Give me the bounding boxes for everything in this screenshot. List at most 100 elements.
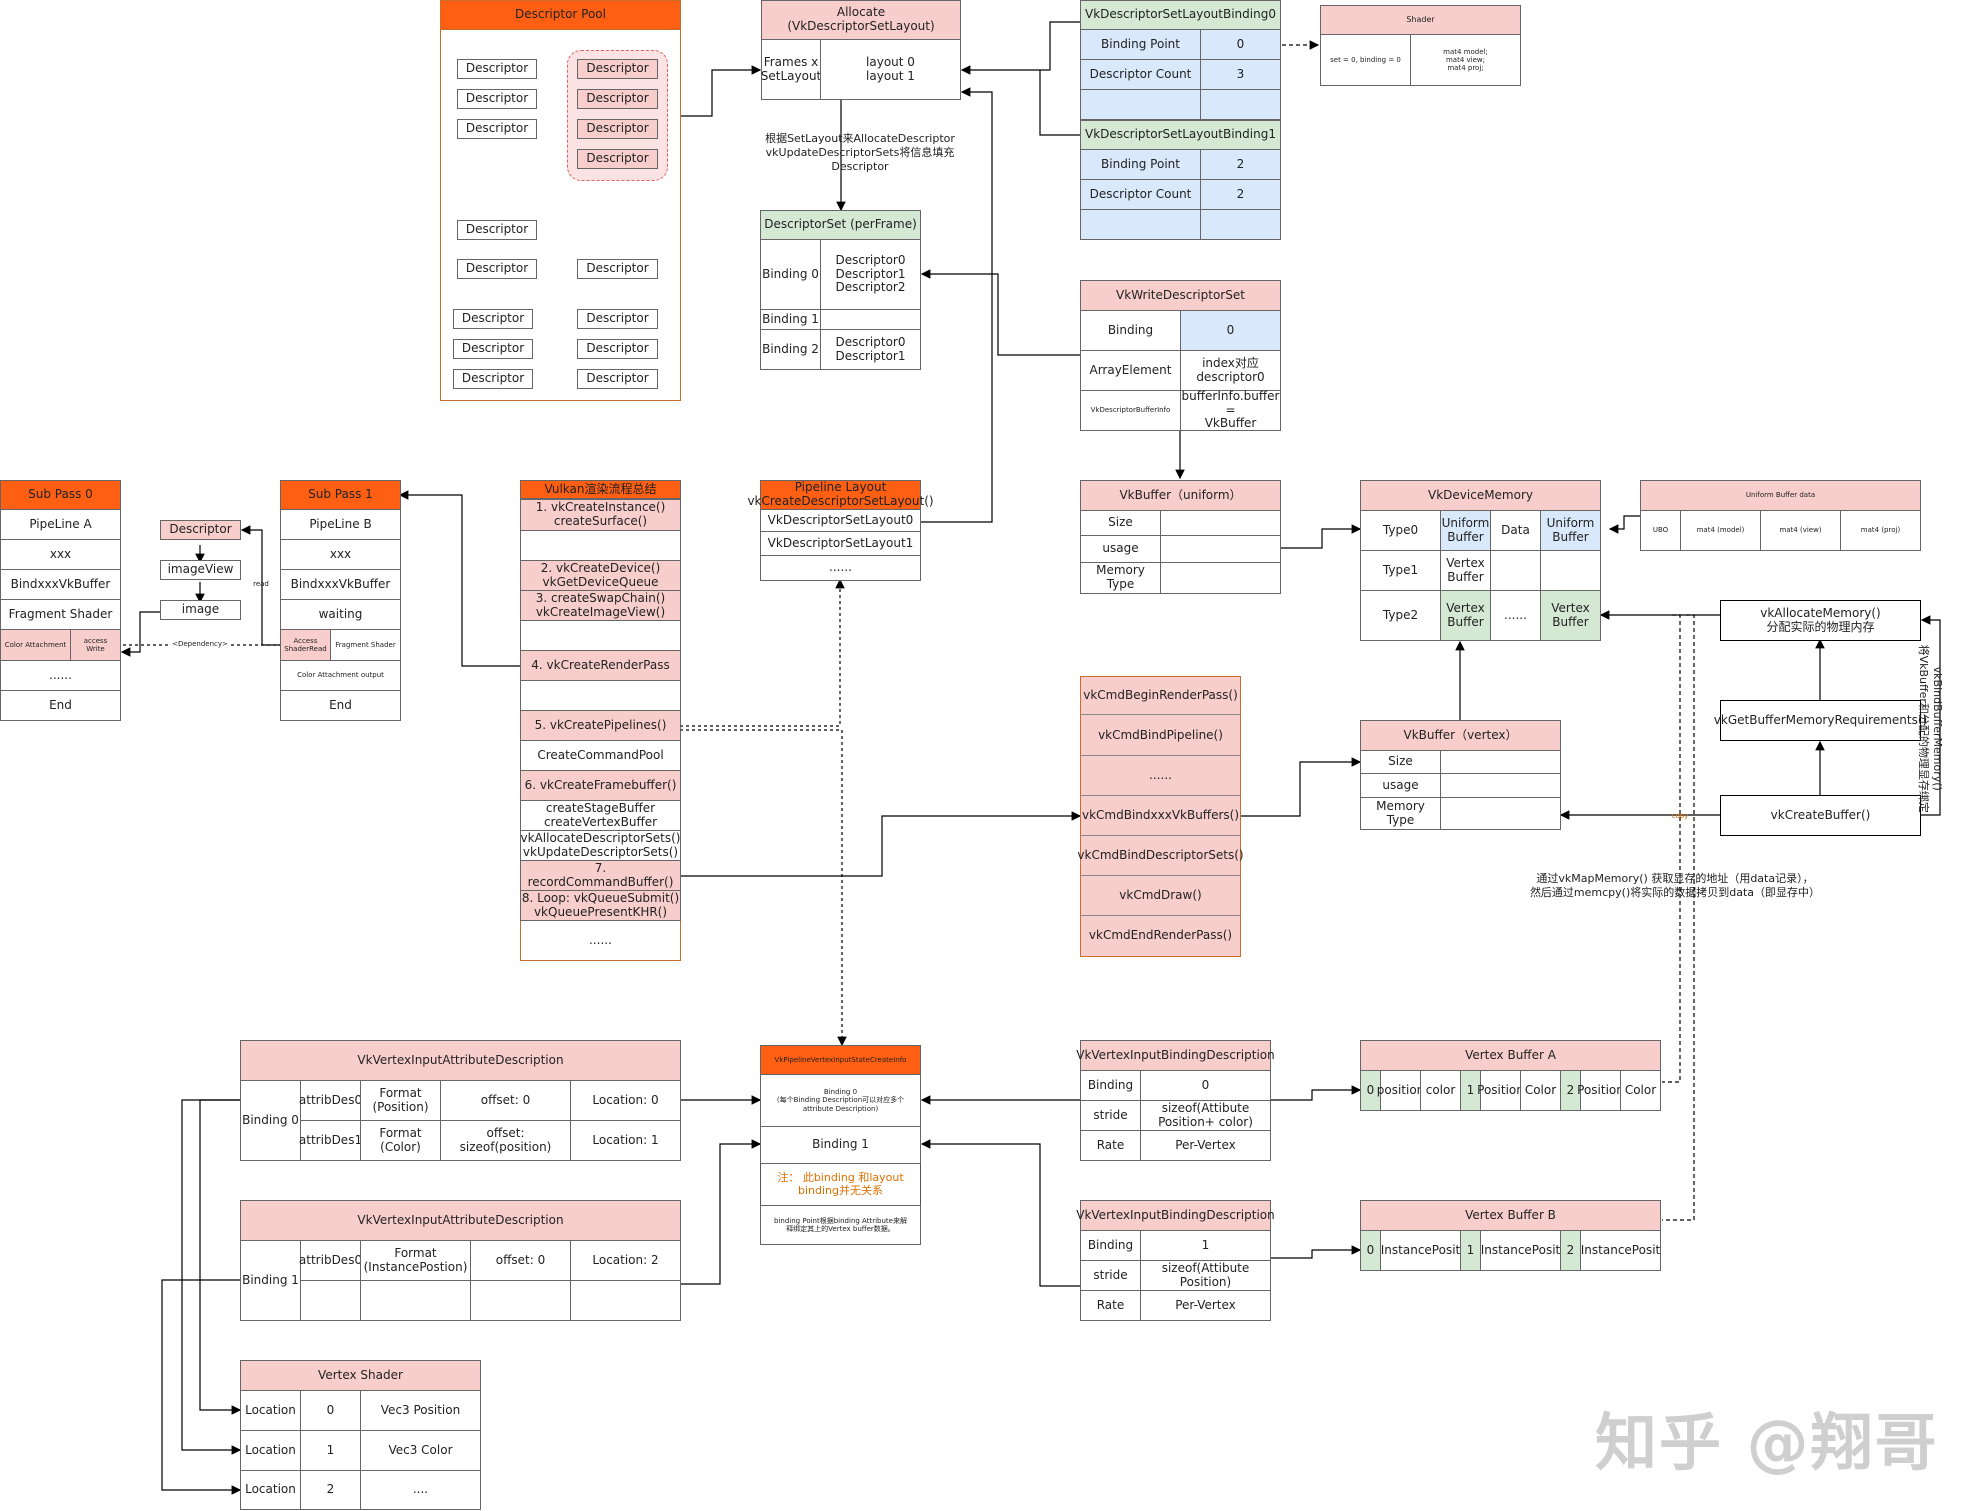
memory-uniform-buffer: Uniform Buffer xyxy=(1440,510,1491,551)
subpass0-row: xxx xyxy=(0,539,121,570)
memory-type2: Type2 xyxy=(1360,590,1441,641)
ds-binding1: Binding 1 xyxy=(760,309,821,330)
attr1-to-vis-connector xyxy=(680,1139,762,1285)
empty-cell xyxy=(360,1280,471,1321)
descriptor: Descriptor xyxy=(453,309,533,329)
empty-cell xyxy=(1490,550,1541,591)
write-binding-label: Binding xyxy=(1080,310,1181,351)
attr-desc0-title: VkVertexInputAttributeDescription xyxy=(240,1040,681,1081)
ubo-cell: mat4 (model) xyxy=(1680,510,1761,551)
ubo-to-memory-connector xyxy=(1608,515,1640,534)
cmd-item: vkCmdBindDescriptorSets() xyxy=(1077,836,1244,876)
memory-vertex-buffer: Vertex Buffer xyxy=(1540,590,1601,641)
ibd-cell: Rate xyxy=(1080,1290,1141,1321)
empty-cell xyxy=(1540,550,1601,591)
flow-step: 8. Loop: vkQueueSubmit() vkQueuePresentK… xyxy=(520,890,681,921)
subpass0-title: Sub Pass 0 xyxy=(0,480,121,510)
chain-imageview: imageView xyxy=(160,560,241,580)
memory-to-vba-connector xyxy=(1662,614,1681,1083)
vertex-buffer-field: Memory Type xyxy=(1360,797,1441,830)
subpass0-dots: ...... xyxy=(0,660,121,691)
uniform-to-memory-connector xyxy=(1280,524,1362,549)
write-info-label: VkDescriptorBufferInfo xyxy=(1080,390,1181,431)
subpass1-row: BindxxxVkBuffer xyxy=(280,569,401,600)
vba-cell: color xyxy=(1420,1070,1461,1111)
vbb-title: Vertex Buffer B xyxy=(1360,1200,1661,1231)
chain-image: image xyxy=(160,600,241,620)
attr-cell: Format (InstancePostion) xyxy=(360,1240,471,1281)
descriptor: Descriptor xyxy=(457,59,537,79)
vba-cell: Color xyxy=(1620,1070,1661,1111)
ibd1-title: VkVertexInputBindingDescription xyxy=(1076,1200,1275,1231)
vs-cell: .... xyxy=(360,1470,481,1510)
vertex-buffer-field: usage xyxy=(1360,773,1441,798)
vis-title: VkPipelineVertexInputStateCreateInfo xyxy=(760,1045,921,1075)
renderpass-to-subpass-connector xyxy=(398,490,520,667)
vertex-buffer-field: Size xyxy=(1360,750,1441,774)
empty-cell xyxy=(1160,510,1281,536)
pipeline-layout-row: ...... xyxy=(760,555,921,581)
write-array-value: index对应 descriptor0 xyxy=(1180,350,1281,391)
ibd-cell: Per-Vertex xyxy=(1140,1290,1271,1321)
flow-step: vkAllocateDescriptorSets() vkUpdateDescr… xyxy=(520,830,681,861)
vis-note2: binding Point根据binding Attribute来解 释绑定其上… xyxy=(760,1205,921,1245)
cmd-item: vkCmdBindxxxVkBuffers() xyxy=(1081,796,1240,836)
vbb-cell: 2 xyxy=(1560,1230,1581,1271)
empty-cell xyxy=(1080,89,1201,120)
attr0-to-loc1-connector xyxy=(181,1099,242,1455)
vertex-buffer-title: VkBuffer（vertex） xyxy=(1360,720,1561,751)
allocate-frames: Frames x SetLayout xyxy=(761,39,821,100)
map-note: 通过vkMapMemory() 获取显存的地址（用data记录）， 然后通过me… xyxy=(1529,872,1821,899)
subpass0-end: End xyxy=(0,690,121,721)
flow-step xyxy=(520,680,681,711)
pipeline-layout-title: Pipeline Layout vkCreateDescriptorSetLay… xyxy=(747,480,934,510)
attr0-to-loc0-connector xyxy=(199,1099,242,1415)
vbb-to-ibd1-connector xyxy=(1270,1245,1362,1259)
flow-step: 2. vkCreateDevice() vkGetDeviceQueue xyxy=(520,560,681,591)
ibd-cell: sizeof(Attibute Position+ color) xyxy=(1140,1100,1271,1131)
ubo-cell: UBO xyxy=(1640,510,1681,551)
write-info-value: bufferInfo.buffer = VkBuffer xyxy=(1180,388,1281,431)
record-to-cmds-connector xyxy=(680,811,1082,877)
empty-cell xyxy=(300,1280,361,1321)
cmd-item: vkCmdEndRenderPass() xyxy=(1081,916,1240,956)
empty-cell xyxy=(1440,750,1561,774)
cmds-to-vertexbuffer-connector xyxy=(1240,757,1362,817)
subpass0-row: Fragment Shader xyxy=(0,599,121,630)
attr-cell: Format (Color) xyxy=(360,1120,441,1161)
attr-cell: attribDes0 xyxy=(299,1080,362,1121)
subpass1-row: waiting xyxy=(280,599,401,630)
descriptor-pool-title: Descriptor Pool xyxy=(440,0,681,30)
ds-binding2-descriptors: Descriptor0 Descriptor1 xyxy=(820,329,921,370)
write-to-descset-connector xyxy=(920,269,1081,356)
descriptor: Descriptor xyxy=(577,309,658,329)
attr-cell: offset: 0 xyxy=(470,1240,571,1281)
allocate-layouts: layout 0 layout 1 xyxy=(820,39,961,100)
ubo-data-title: Uniform Buffer data xyxy=(1640,480,1921,511)
flow-step: 1. vkCreateInstance() createSurface() xyxy=(520,499,681,531)
pipeline-layout-row: VkDescriptorSetLayout1 xyxy=(760,531,921,556)
ds-binding0-descriptors: Descriptor0 Descriptor1 Descriptor2 xyxy=(820,239,921,310)
attr-cell: offset: 0 xyxy=(440,1080,571,1121)
ibd-cell: stride xyxy=(1080,1100,1141,1131)
descriptor: Descriptor xyxy=(457,89,537,109)
flow-to-pipelinelayout-connector xyxy=(680,578,845,727)
empty-cell xyxy=(1200,89,1281,120)
subpass1-fragment-shader: Fragment Shader xyxy=(330,629,401,661)
pool-to-allocate-connector xyxy=(668,65,762,117)
device-memory-title: VkDeviceMemory xyxy=(1360,480,1601,511)
empty-cell xyxy=(570,1280,681,1321)
attr1-to-loc2-connector xyxy=(161,1279,242,1495)
descriptor: Descriptor xyxy=(577,369,658,389)
memory-uniform-buffer: Uniform Buffer xyxy=(1540,510,1601,551)
vbb-cell: InstancePosit xyxy=(1380,1230,1461,1271)
vbb-cell: 1 xyxy=(1460,1230,1481,1271)
empty-cell xyxy=(1440,773,1561,798)
flow-step: ...... xyxy=(521,921,680,960)
descriptor-count-label: Descriptor Count xyxy=(1080,59,1201,90)
shader-title: Shader xyxy=(1320,5,1521,35)
write-set-title: VkWriteDescriptorSet xyxy=(1080,280,1281,311)
vs-cell: Location xyxy=(240,1430,301,1471)
ibd-cell: sizeof(Attibute Position) xyxy=(1140,1260,1271,1291)
attr-cell: Location: 2 xyxy=(570,1240,681,1281)
